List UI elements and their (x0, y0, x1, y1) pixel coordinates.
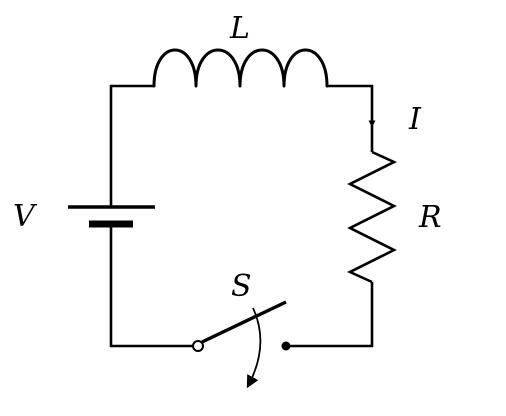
switch-fixed-contact (281, 341, 291, 351)
wire-left (109, 84, 154, 207)
voltage-label: V (13, 199, 38, 234)
inductor-label: L (229, 11, 250, 46)
switch-open-contact (192, 340, 204, 352)
resistor-label: R (418, 200, 442, 235)
current-label: I (408, 102, 422, 137)
resistor-zigzag (346, 150, 398, 284)
inductor-coil (152, 48, 329, 88)
switch-rotation-arrow (246, 307, 262, 389)
wire-left-lower (109, 224, 193, 348)
wire-top-right (327, 84, 374, 152)
switch-blade (201, 300, 287, 344)
wire-bottom-right (286, 282, 374, 348)
switch-label: S (231, 269, 252, 304)
